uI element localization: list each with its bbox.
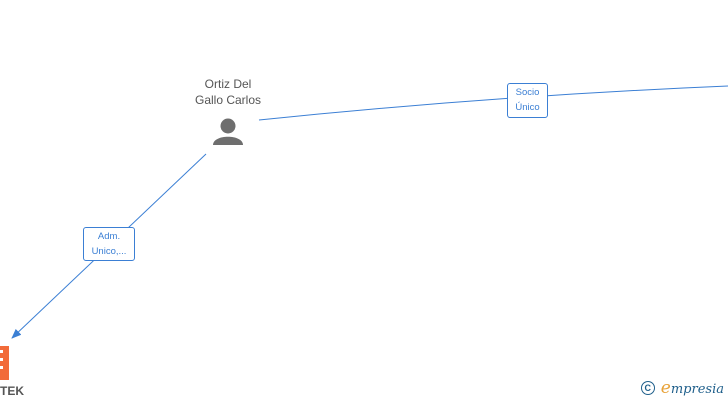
person-icon[interactable] <box>213 118 243 146</box>
edge-socio-line <box>258 85 728 121</box>
brand-logo-rest: mpresia <box>670 382 724 397</box>
edge-label-adm-line2: Unico,... <box>91 246 127 257</box>
person-name-line1: Ortiz Del <box>204 77 252 91</box>
footer-brand[interactable]: C empresia <box>640 378 724 398</box>
edge-label-adm[interactable]: Adm. Unico,... <box>83 227 135 261</box>
brand-logo: empresia <box>661 378 724 398</box>
person-name[interactable]: Ortiz Del Gallo Carlos <box>168 76 288 108</box>
person-name-line2: Gallo Carlos <box>194 93 262 107</box>
copyright-icon: C <box>640 381 655 395</box>
edge-label-adm-line1: Adm. <box>97 231 121 242</box>
brand-logo-initial: e <box>660 378 671 398</box>
edge-label-socio-line1: Socio <box>515 87 540 98</box>
building-icon[interactable] <box>0 346 9 380</box>
edge-label-socio[interactable]: Socio Único <box>507 83 548 118</box>
company-name[interactable]: TEK <box>0 384 24 398</box>
edge-label-socio-line2: Único <box>515 102 540 113</box>
